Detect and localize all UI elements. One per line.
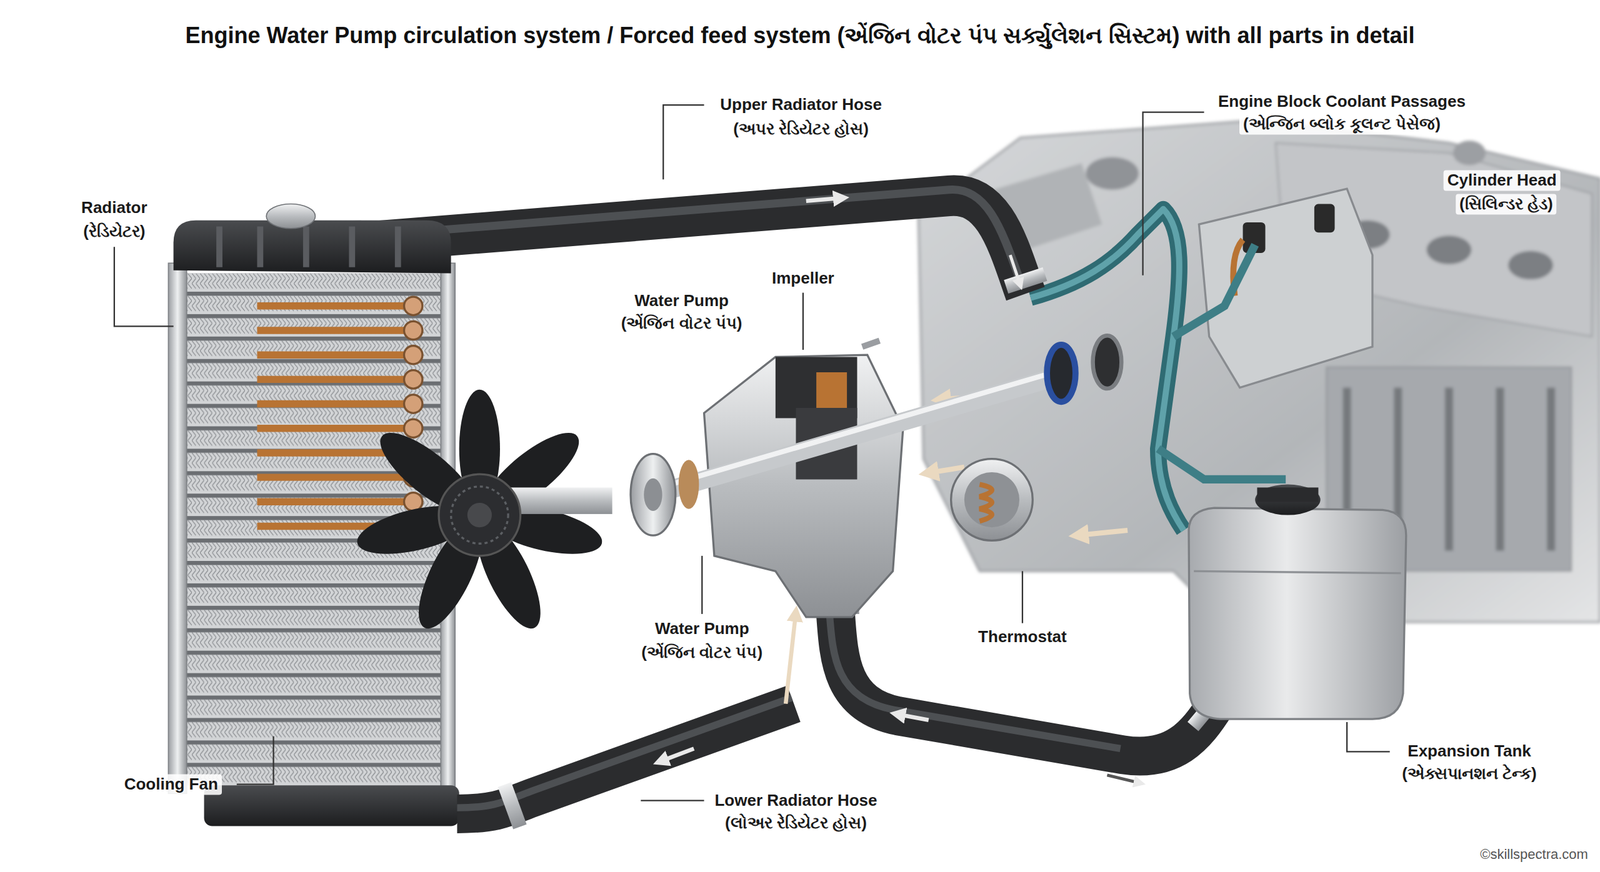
part-label: (લોઅર રેડિયેટર હોસ) <box>721 813 871 834</box>
part-label: (એન્જિન બ્લોક કૂલન્ટ પેસેજ) <box>1239 114 1445 135</box>
part-label: (એંજિન વોટર પંપ) <box>637 642 767 664</box>
part-label: Lower Radiator Hose <box>710 790 881 812</box>
part-label: Radiator <box>77 197 151 219</box>
part-label: (રેડિયેટર) <box>79 221 149 242</box>
part-label: (એક્સપાનશન ટેન્ક) <box>1398 764 1541 785</box>
part-label: Water Pump <box>651 619 754 640</box>
part-label: Impeller <box>768 268 839 289</box>
part-label: (સિલિન્ડર હેડ) <box>1455 193 1557 215</box>
part-label: Water Pump <box>630 290 733 312</box>
watermark: ©skillspectra.com <box>1476 846 1592 864</box>
part-label: (એંજિન વોટર પંપ) <box>617 313 747 334</box>
part-label: Upper Radiator Hose <box>716 95 886 116</box>
part-label: Expansion Tank <box>1403 741 1535 763</box>
diagram-title: Engine Water Pump circulation system / F… <box>181 21 1419 50</box>
part-label: (અપર રેડિયેટર હોસ) <box>729 119 873 140</box>
part-label: Engine Block Coolant Passages <box>1214 91 1470 113</box>
part-label: Thermostat <box>974 627 1071 649</box>
part-label: Cylinder Head <box>1443 170 1561 191</box>
part-label: Cooling Fan <box>120 774 222 795</box>
